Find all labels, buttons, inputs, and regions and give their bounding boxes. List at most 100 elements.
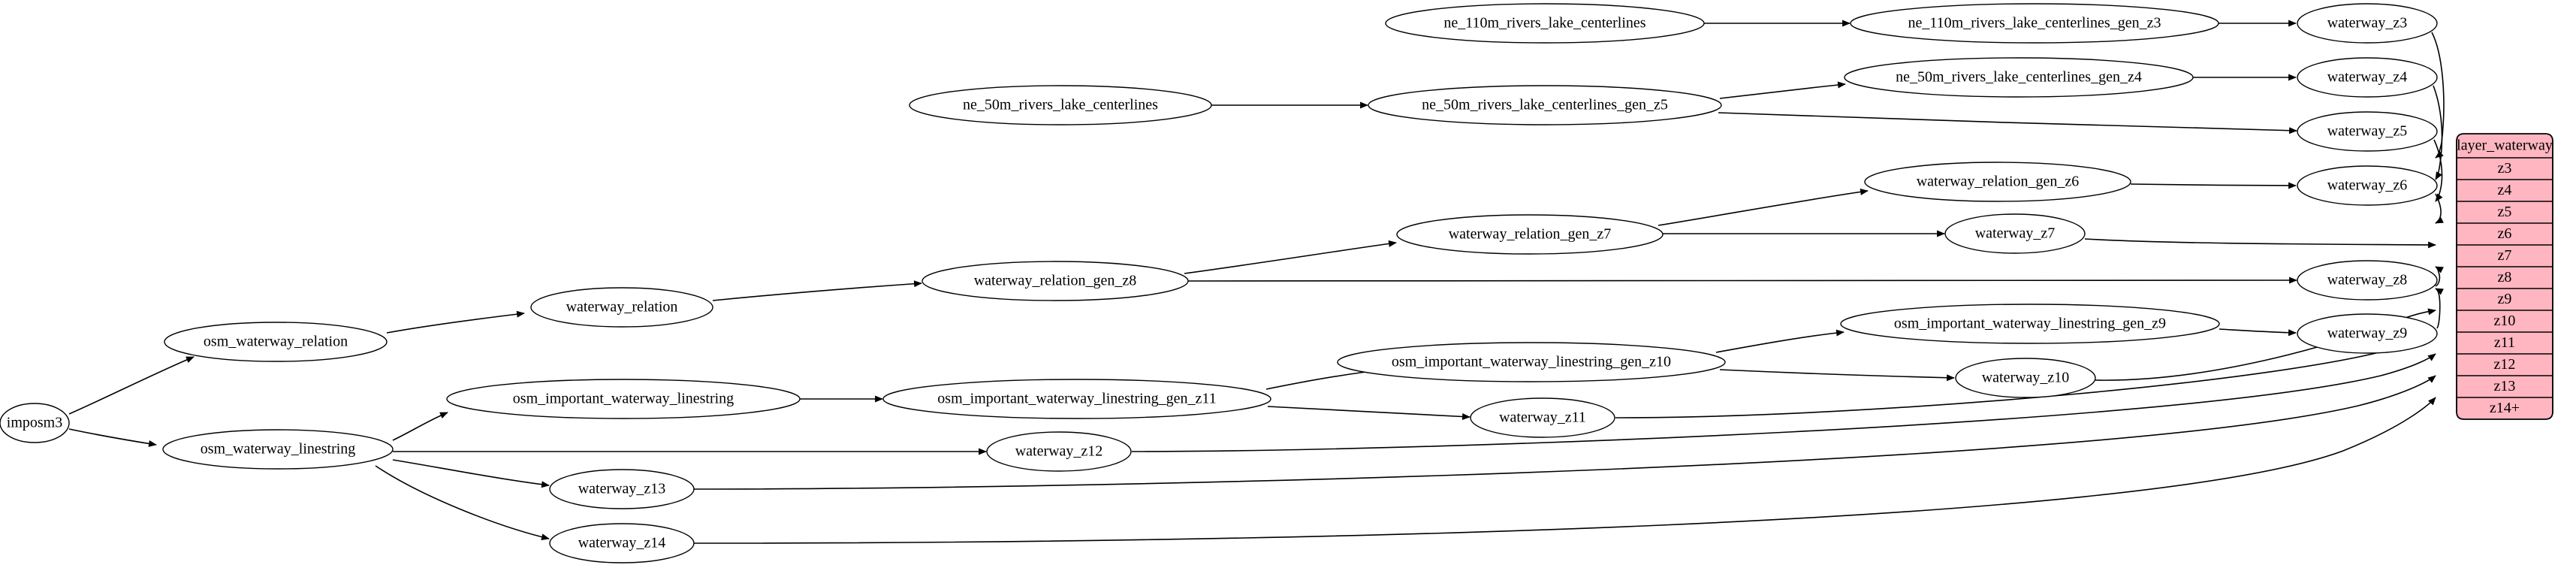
record-row-z5[interactable]: z5 — [2498, 204, 2512, 220]
graph-node-waterway_z14[interactable]: waterway_z14 — [549, 523, 695, 563]
record-row-z14+[interactable]: z14+ — [2490, 400, 2520, 416]
node-label: waterway_z12 — [1015, 443, 1103, 460]
node-label: osm_important_waterway_linestring_gen_z1… — [1392, 354, 1671, 370]
node-label: ne_50m_rivers_lake_centerlines_gen_z5 — [1422, 97, 1668, 113]
graph-edge — [1719, 81, 1846, 99]
node-ellipse — [2297, 57, 2438, 98]
node-ellipse — [1337, 342, 1726, 382]
node-ellipse — [2297, 111, 2438, 152]
graph-edge — [1267, 406, 1470, 421]
node-label: osm_waterway_linestring — [201, 441, 356, 458]
node-ellipse — [2297, 3, 2438, 44]
graph-node-osm_waterway_relation[interactable]: osm_waterway_relation — [164, 322, 388, 362]
graph-edge — [1715, 329, 1845, 353]
graph-node-waterway_z13[interactable]: waterway_z13 — [549, 469, 695, 509]
node-ellipse — [549, 469, 695, 509]
node-ellipse — [2297, 313, 2438, 354]
graph-edge — [712, 280, 922, 301]
node-label: waterway_z13 — [578, 481, 666, 497]
record-row-z8[interactable]: z8 — [2498, 269, 2512, 286]
graph-edge — [693, 375, 2436, 490]
graph-edge — [392, 412, 448, 441]
graph-node-waterway_relation_gen_z7[interactable]: waterway_relation_gen_z7 — [1396, 214, 1664, 255]
node-label: waterway_z8 — [2327, 272, 2408, 289]
graph-edge — [375, 465, 550, 541]
graph-node-waterway_relation[interactable]: waterway_relation — [530, 287, 713, 328]
record-row-z6[interactable]: z6 — [2498, 225, 2512, 242]
record-row-z7[interactable]: z7 — [2498, 247, 2512, 264]
graph-node-osm_waterway_linestring[interactable]: osm_waterway_linestring — [162, 429, 394, 470]
graph-node-ne_110m_rivers_lake_centerlines[interactable]: ne_110m_rivers_lake_centerlines — [1385, 3, 1705, 44]
graph-node-waterway_z6[interactable]: waterway_z6 — [2297, 165, 2438, 206]
graph-node-waterway_relation_gen_z8[interactable]: waterway_relation_gen_z8 — [922, 261, 1189, 301]
graph-node-waterway_z9[interactable]: waterway_z9 — [2297, 313, 2438, 354]
graph-node-osm_important_waterway_linestring[interactable]: osm_important_waterway_linestring — [446, 379, 801, 419]
node-ellipse — [882, 379, 1271, 419]
node-ellipse — [922, 261, 1189, 301]
node-label: waterway_relation_gen_z8 — [974, 273, 1137, 289]
graph-node-waterway_z11[interactable]: waterway_z11 — [1470, 397, 1615, 438]
graph-edge — [2435, 193, 2444, 224]
graph-node-waterway_z7[interactable]: waterway_z7 — [1944, 213, 2086, 254]
node-label: imposm3 — [7, 415, 62, 431]
record-row-z11[interactable]: z11 — [2494, 334, 2515, 351]
graph-node-waterway_z12[interactable]: waterway_z12 — [986, 431, 1132, 472]
graph-edge — [1187, 276, 2297, 284]
graph-node-osm_important_waterway_linestring_gen_z10[interactable]: osm_important_waterway_linestring_gen_z1… — [1337, 342, 1726, 382]
graph-node-ne_110m_rivers_lake_centerlines_gen_z3[interactable]: ne_110m_rivers_lake_centerlines_gen_z3 — [1850, 3, 2219, 44]
node-ellipse — [909, 85, 1212, 125]
graph-edge — [1184, 240, 1397, 274]
node-ellipse — [164, 322, 388, 362]
graph-node-waterway_z4[interactable]: waterway_z4 — [2297, 57, 2438, 98]
node-ellipse — [2297, 260, 2438, 301]
node-label: osm_waterway_relation — [204, 334, 348, 350]
edges-layer — [68, 20, 2445, 544]
record-header-label: layer_waterway — [2457, 137, 2553, 154]
graph-edge — [386, 310, 525, 334]
node-ellipse — [1840, 304, 2220, 344]
record-row-z3[interactable]: z3 — [2498, 160, 2512, 177]
graph-node-ne_50m_rivers_lake_centerlines_gen_z5[interactable]: ne_50m_rivers_lake_centerlines_gen_z5 — [1368, 85, 1722, 125]
record-node-layer-waterway[interactable]: layer_waterway z3 z4 z5 z6 z7 z8 z9 z10 z11 z12 z13… — [2456, 133, 2553, 420]
record-row-z9[interactable]: z9 — [2498, 291, 2512, 307]
node-ellipse — [1955, 358, 2096, 398]
record-row-z4[interactable]: z4 — [2498, 182, 2512, 198]
node-label: waterway_z3 — [2327, 15, 2408, 32]
graph-node-ne_50m_rivers_lake_centerlines[interactable]: ne_50m_rivers_lake_centerlines — [909, 85, 1212, 125]
record-outline — [2456, 133, 2553, 420]
record-row-z10[interactable]: z10 — [2494, 313, 2516, 329]
graph-node-osm_important_waterway_linestring_gen_z9[interactable]: osm_important_waterway_linestring_gen_z9 — [1840, 304, 2220, 344]
graph-edge — [392, 459, 550, 488]
graph-edge — [693, 397, 2436, 544]
nodes-layer: imposm3 osm_waterway_relation osm_waterway… — [0, 3, 2438, 563]
graph-node-waterway_relation_gen_z6[interactable]: waterway_relation_gen_z6 — [1864, 162, 2131, 202]
graph-node-osm_important_waterway_linestring_gen_z11[interactable]: osm_important_waterway_linestring_gen_z1… — [882, 379, 1271, 419]
graph-edge — [1719, 369, 1955, 382]
graph-edge — [2435, 288, 2444, 329]
graph-edge — [1718, 112, 2297, 134]
graph-node-imposm3[interactable]: imposm3 — [0, 403, 70, 443]
node-ellipse — [530, 287, 713, 328]
graph-node-waterway_z10[interactable]: waterway_z10 — [1955, 358, 2096, 398]
node-label: waterway_z10 — [1982, 370, 2070, 386]
graph-edge — [2431, 32, 2445, 159]
node-label: waterway_relation_gen_z7 — [1449, 226, 1612, 243]
graph-node-waterway_z5[interactable]: waterway_z5 — [2297, 111, 2438, 152]
graph-node-waterway_z3[interactable]: waterway_z3 — [2297, 3, 2438, 44]
record-row-z13[interactable]: z13 — [2494, 378, 2516, 394]
node-ellipse — [2297, 165, 2438, 206]
record-node-layer: layer_waterway z3 z4 z5 z6 z7 z8 z9 z10 z11 z12 z13… — [2456, 133, 2553, 420]
node-label: waterway_z9 — [2327, 325, 2408, 342]
node-ellipse — [162, 429, 394, 470]
graph-edge — [2084, 238, 2436, 249]
record-row-z12[interactable]: z12 — [2494, 356, 2516, 373]
node-label: waterway_z7 — [1975, 225, 2056, 242]
graph-node-waterway_z8[interactable]: waterway_z8 — [2297, 260, 2438, 301]
graph-node-ne_50m_rivers_lake_centerlines_gen_z4[interactable]: ne_50m_rivers_lake_centerlines_gen_z4 — [1844, 57, 2194, 98]
node-label: osm_important_waterway_linestring_gen_z1… — [937, 391, 1216, 407]
graph-edge — [2130, 182, 2297, 189]
node-ellipse — [549, 523, 695, 563]
graph-edge — [2435, 266, 2444, 287]
